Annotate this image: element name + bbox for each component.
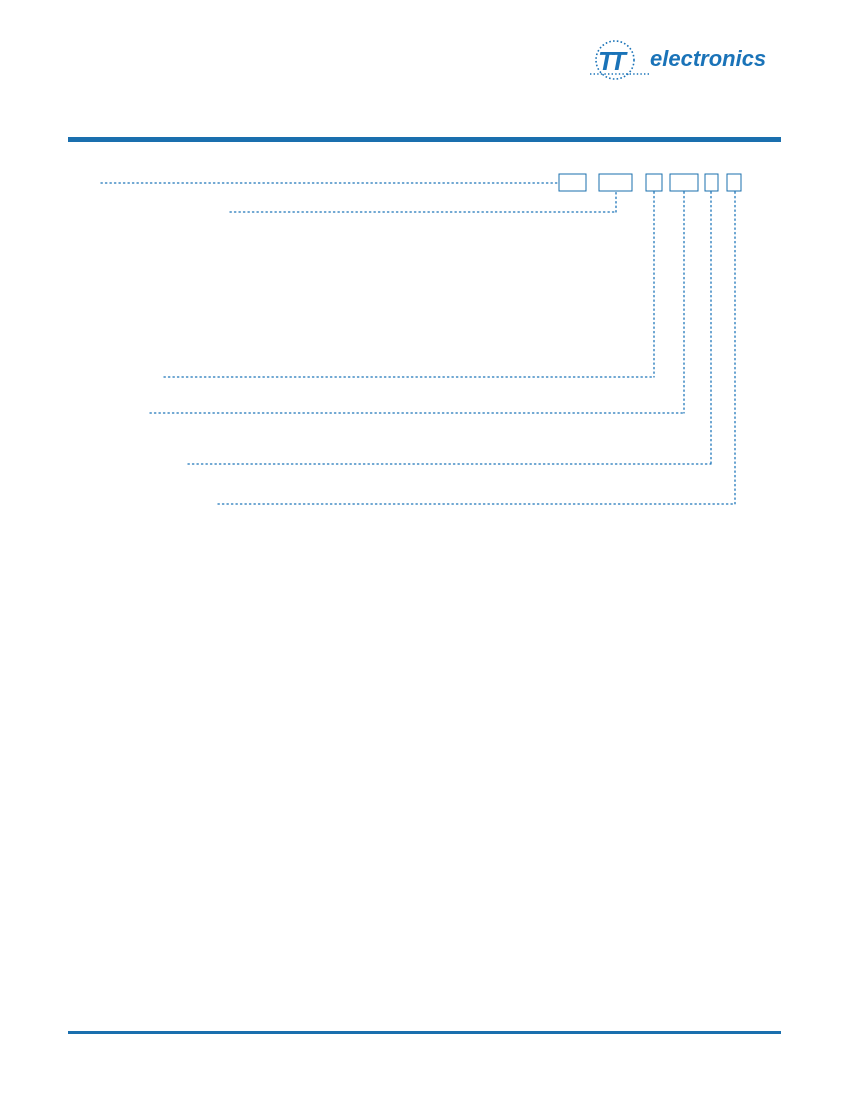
tt-logo-mark-icon: T T bbox=[590, 40, 650, 80]
code-box-5 bbox=[704, 173, 719, 192]
code-box-1 bbox=[558, 173, 587, 192]
tt-electronics-logo: T T electronics bbox=[590, 38, 785, 86]
code-box-2 bbox=[598, 173, 633, 192]
code-box-3 bbox=[645, 173, 663, 192]
svg-text:T: T bbox=[598, 46, 616, 76]
footer-rule bbox=[68, 1031, 781, 1034]
code-box-6 bbox=[726, 173, 742, 192]
header-rule bbox=[68, 137, 781, 142]
logo-text: electronics bbox=[650, 46, 767, 71]
svg-text:T: T bbox=[610, 46, 628, 76]
code-box-4 bbox=[669, 173, 699, 192]
